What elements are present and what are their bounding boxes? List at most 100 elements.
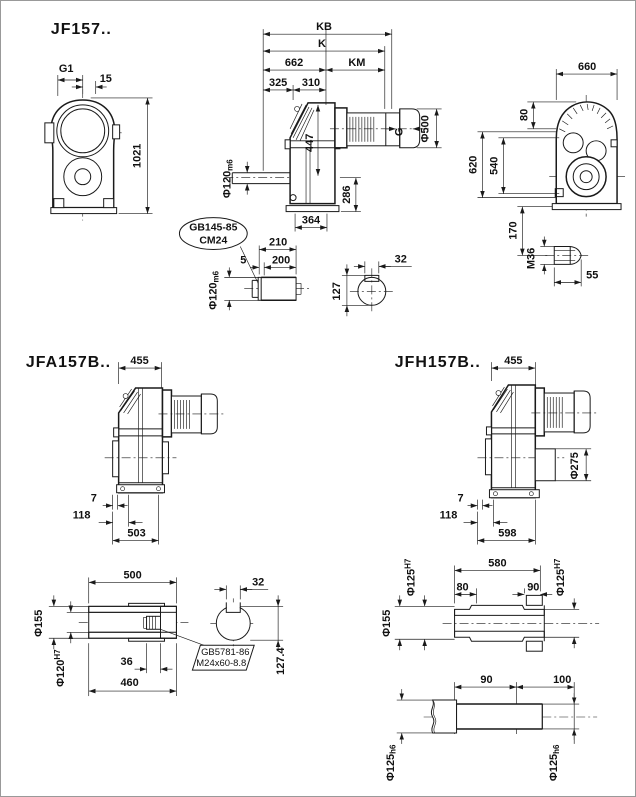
label-jfa-7: 7 xyxy=(91,493,97,505)
label-310: 310 xyxy=(302,77,320,89)
label-55: 55 xyxy=(586,269,598,281)
label-shaftl-125h6: Φ125h6 xyxy=(385,744,398,781)
label-dia120-detail: Φ120m6 xyxy=(207,270,220,309)
detail-m36: M36 55 xyxy=(525,236,598,287)
label-shaft-dia: Φ120m6 xyxy=(221,159,234,198)
label-kb: KB xyxy=(316,21,332,33)
dim-bore120h7: Φ120H7 xyxy=(53,601,89,687)
view-jf157-front: G1 15 1021 xyxy=(44,63,153,221)
title-jfh157b: JFH157B.. xyxy=(395,354,481,371)
label-jfh-118: 118 xyxy=(440,510,458,522)
dim-447: 447 xyxy=(304,104,321,176)
dim-500: 500 xyxy=(88,569,177,604)
label-100: 100 xyxy=(553,674,571,686)
dim-borer-125h7: Φ125H7 xyxy=(544,558,580,649)
detail-jf157-shaft-end: GB145-85 CM24 210 200 5 Φ120m6 xyxy=(178,217,313,311)
dim-jfa-7: 7 xyxy=(91,493,128,510)
label-500: 500 xyxy=(123,569,141,581)
label-90b: 90 xyxy=(480,674,492,686)
label-660: 660 xyxy=(578,61,596,73)
dim-jfh-598: 598 xyxy=(477,499,536,545)
dim-key32-b: 32 xyxy=(214,576,269,600)
label-127-4: 127.4 xyxy=(275,647,287,675)
label-90r: 90 xyxy=(527,581,539,593)
label-200: 200 xyxy=(272,254,290,266)
dim-chain-top: KB K 662 KM 325 310 xyxy=(262,21,393,171)
dim-200: 200 xyxy=(263,254,297,276)
label-15: 15 xyxy=(100,73,112,85)
dim-15: 15 xyxy=(71,73,112,94)
dim-jfh-118: 118 xyxy=(440,499,508,545)
dim-127-4: 127.4 xyxy=(240,595,287,675)
label-callout-gb5781: GB5781-86 xyxy=(201,647,249,658)
label-borel-125h7: Φ125H7 xyxy=(404,558,418,596)
label-36: 36 xyxy=(121,656,133,668)
dim-jfa-455: 455 xyxy=(118,355,162,389)
dim-364: 364 xyxy=(294,213,328,232)
dim-580: 580 xyxy=(454,557,541,604)
label-1021: 1021 xyxy=(132,144,144,168)
dim-shaftl-125h6: Φ125h6 xyxy=(385,689,433,781)
label-shaftr-125h6: Φ125h6 xyxy=(548,744,561,781)
label-5: 5 xyxy=(240,254,246,266)
dim-borel-125h7: Φ125H7 xyxy=(394,558,455,651)
label-jfh-598: 598 xyxy=(498,528,516,540)
label-borer-125h7: Φ125H7 xyxy=(553,558,567,596)
dim-dia500: Φ500 xyxy=(416,108,442,149)
label-g1: G1 xyxy=(59,63,74,75)
label-callout-gb145: GB145-85 xyxy=(189,223,237,234)
dim-shaft-dia120: Φ120m6 xyxy=(221,159,250,198)
label-m36: M36 xyxy=(525,248,537,269)
detail-hollow-key-section: 32 127.4 xyxy=(210,576,287,675)
label-dia275: Φ275 xyxy=(569,452,581,479)
label-bore120h7: Φ120H7 xyxy=(53,649,67,687)
dim-286: 286 xyxy=(339,177,361,212)
label-dia155-a: Φ155 xyxy=(33,610,45,637)
dim-dia275: Φ275 xyxy=(555,448,592,482)
dim-80: 80 xyxy=(518,101,577,130)
dim-jfh-455: 455 xyxy=(491,355,536,386)
label-jfh-7: 7 xyxy=(458,493,464,505)
detail-jf157-key-section: 32 127 xyxy=(331,253,412,317)
detail-insert-shaft: 90 100 Φ125h6 Φ125h6 xyxy=(385,674,598,781)
label-580: 580 xyxy=(488,557,506,569)
dim-5: 5 xyxy=(240,254,260,270)
view-jf157-rear: 660 80 620 540 170 M36 xyxy=(468,61,626,287)
label-km: KM xyxy=(348,57,365,69)
dim-620: 620 xyxy=(468,131,557,198)
dim-g1: G1 xyxy=(57,63,84,96)
view-jfa157b-side: 455 7 118 503 xyxy=(73,355,225,545)
label-g: G xyxy=(394,128,406,137)
label-447: 447 xyxy=(304,134,316,152)
label-dia155-b: Φ155 xyxy=(381,610,393,637)
label-jfa-455: 455 xyxy=(130,355,148,367)
label-jfa-118: 118 xyxy=(73,510,91,522)
dim-210: 210 xyxy=(258,236,297,275)
dim-170: 170 xyxy=(507,206,553,256)
detail-jfa-hollow-shaft: 500 Φ155 Φ120H7 36 460 GB5781-86 xyxy=(33,569,255,697)
label-dia500: Φ500 xyxy=(420,115,432,142)
dim-g: G xyxy=(385,126,423,137)
label-325: 325 xyxy=(269,77,287,89)
label-k: K xyxy=(318,38,326,50)
label-80b: 80 xyxy=(456,581,468,593)
dim-jfa-118: 118 xyxy=(73,494,143,545)
title-jfa157b: JFA157B.. xyxy=(26,354,111,371)
label-210: 210 xyxy=(269,236,287,248)
dim-90r: 90 xyxy=(512,581,553,597)
callout-gb5781: GB5781-86 M24x60-8.8 xyxy=(160,628,255,671)
label-286: 286 xyxy=(341,186,353,204)
label-jfa-503: 503 xyxy=(127,528,145,540)
detail-jfh-hollow-shaft: 580 80 90 Φ125H7 Φ155 Φ125H7 xyxy=(381,557,600,652)
label-460: 460 xyxy=(120,677,138,689)
dim-127: 127 xyxy=(331,264,372,317)
view-jf157-side: Φ120m6 447 G Φ500 KB K xyxy=(221,21,442,232)
label-662: 662 xyxy=(285,57,303,69)
dim-660: 660 xyxy=(555,61,618,100)
dim-jfh-7: 7 xyxy=(458,493,493,510)
dim-80b: 80 xyxy=(454,581,477,604)
dim-460: 460 xyxy=(88,643,177,697)
label-key32: 32 xyxy=(395,253,407,265)
